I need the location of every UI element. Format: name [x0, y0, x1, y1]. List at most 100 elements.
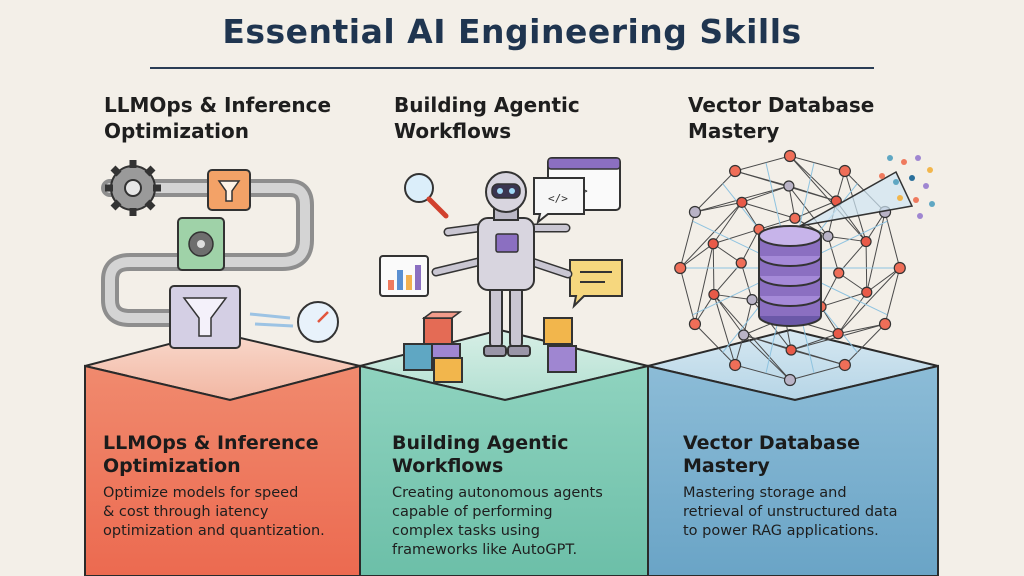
graph-node [729, 358, 742, 372]
column-heading-vector: Vector Database Mastery [688, 92, 928, 144]
graph-node [674, 261, 687, 275]
graph-node [838, 358, 851, 372]
graph-edge [827, 235, 867, 243]
column-heading-agentic: Building Agentic Workflows [394, 92, 634, 144]
graph-edge [694, 323, 736, 366]
graph-node [860, 235, 872, 248]
card-title-line: Workflows [392, 455, 504, 477]
graph-edge [837, 267, 901, 334]
column-heading-line: Workflows [394, 119, 512, 143]
card-description: Mastering storage and retrieval of unstr… [683, 484, 935, 541]
graph-node [783, 180, 795, 192]
card-description-line: & cost through iatency [103, 504, 269, 520]
graph-edge [884, 211, 901, 269]
graph-node [783, 373, 797, 387]
graph-node [789, 212, 801, 224]
card-title-line: Mastery [683, 455, 770, 477]
card-description-line: Creating autonomous agents [392, 485, 603, 501]
data-points-icon [799, 155, 935, 227]
cube-icon [403, 311, 577, 383]
graph-node [736, 196, 748, 208]
graph-edge [838, 323, 886, 335]
graph-node [822, 230, 834, 242]
column-heading-line: Mastery [688, 119, 780, 143]
code-window-icon: </> [533, 177, 585, 225]
graph-node [735, 257, 747, 269]
graph-edge [865, 241, 868, 293]
column-heading-line: Vector Database [688, 93, 875, 117]
card-title-line: Building Agentic [392, 432, 569, 454]
title-divider [150, 67, 874, 69]
graph-edge [713, 294, 745, 336]
card-description-line: retrieval of unstructured data [683, 504, 898, 520]
graph-node [785, 344, 797, 356]
graph-node [746, 294, 758, 306]
gpu-chip-icon [177, 217, 225, 271]
magnifier-icon [404, 173, 449, 219]
column-heading-line: Building Agentic [394, 93, 580, 117]
funnel-icon [169, 285, 241, 349]
graph-edge [679, 202, 743, 269]
database-icon [758, 225, 822, 327]
graph-node [893, 261, 906, 275]
bar-chart-icon [379, 255, 429, 297]
graph-edge [712, 243, 715, 295]
card-description-line: complex tasks using [392, 523, 540, 539]
chat-bubble-icon [569, 259, 623, 310]
graph-node [783, 149, 797, 163]
graph-edge [743, 299, 753, 336]
graph-edge [789, 155, 837, 202]
graph-node [838, 164, 851, 178]
robot-icon [431, 171, 573, 357]
graph-edge [844, 323, 886, 366]
graph-edge [734, 364, 791, 381]
graph-edge [741, 185, 790, 203]
graph-node [878, 317, 892, 331]
card-description-line: to power RAG applications. [683, 523, 879, 539]
graph-node [729, 164, 742, 178]
card-description-line: capable of performing [392, 504, 553, 520]
graph-edge [820, 291, 867, 308]
graph-edge [743, 334, 791, 381]
funnel-icon [207, 169, 251, 211]
card-text-vector: Vector Database Mastery Mastering storag… [683, 432, 935, 541]
graph-edge [713, 293, 753, 301]
card-title-line: Vector Database [683, 432, 861, 454]
graph-edge [712, 243, 742, 264]
graph-edge [837, 291, 868, 334]
graph-node [707, 238, 719, 250]
graph-edge [734, 155, 791, 172]
graph-edge [838, 272, 868, 293]
column-heading-llmops: LLMOps & Inference Optimization [104, 92, 344, 144]
graph-edge [866, 211, 886, 293]
card-description: Creating autonomous agents capable of pe… [392, 484, 642, 560]
graph-edge [827, 236, 840, 274]
graph-edge [679, 243, 714, 269]
graph-edge [884, 267, 901, 325]
card-description-line: Optimize models for speed [103, 485, 299, 501]
graph-edge [679, 267, 696, 325]
graph-edge [713, 228, 760, 245]
card-title: Vector Database Mastery [683, 432, 935, 478]
graph-node [833, 267, 845, 279]
column-heading-line: Optimization [104, 119, 249, 143]
graph-edge [694, 170, 736, 213]
graph-edge [758, 217, 796, 230]
speed-gauge-icon [249, 301, 339, 343]
graph-edge [694, 201, 742, 213]
graph-edge [712, 202, 743, 245]
graph-edge [694, 243, 714, 325]
graph-node [861, 286, 873, 298]
card-title-line: Optimization [103, 455, 241, 477]
card-title: LLMOps & Inference Optimization [103, 432, 358, 478]
card-description-line: optimization and quantization. [103, 523, 325, 539]
graph-edge [789, 364, 846, 381]
card-description: Optimize models for speed & cost through… [103, 484, 358, 541]
card-description-line: Mastering storage and [683, 485, 847, 501]
page-title: Essential AI Engineering Skills [222, 12, 802, 51]
card-text-agentic: Building Agentic Workflows Creating auto… [392, 432, 642, 560]
card-title-line: LLMOps & Inference [103, 432, 319, 454]
graph-edge [713, 294, 736, 366]
graph-edge [741, 201, 796, 219]
